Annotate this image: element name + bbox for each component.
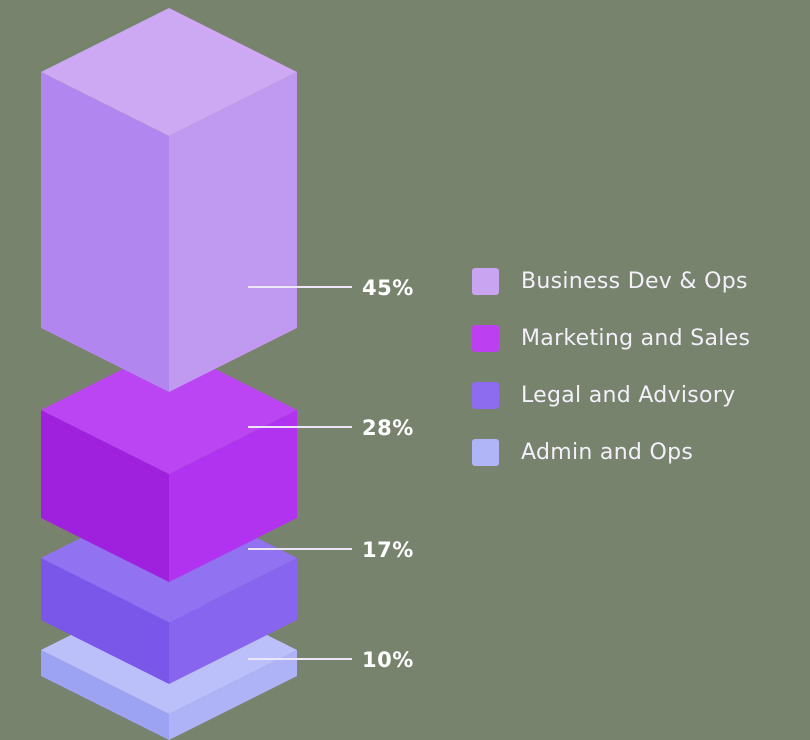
bar-left-face-0 bbox=[41, 72, 169, 392]
legend-swatch bbox=[472, 439, 499, 466]
bar-right-face-1 bbox=[169, 410, 297, 582]
bar-right-face-3 bbox=[169, 650, 297, 740]
chart-legend: Business Dev & Ops Marketing and Sales L… bbox=[472, 268, 750, 466]
bar-right-face-0 bbox=[169, 72, 297, 392]
legend-label: Legal and Advisory bbox=[521, 383, 736, 408]
percent-label-0: 45% bbox=[362, 276, 414, 300]
legend-item: Marketing and Sales bbox=[472, 325, 750, 352]
percent-label-1: 28% bbox=[362, 416, 414, 440]
legend-label: Business Dev & Ops bbox=[521, 269, 748, 294]
percent-label-2: 17% bbox=[362, 538, 414, 562]
legend-swatch bbox=[472, 325, 499, 352]
legend-item: Legal and Advisory bbox=[472, 382, 750, 409]
bar-left-face-1 bbox=[41, 410, 169, 582]
bar-left-face-3 bbox=[41, 650, 169, 740]
bar-top-face-1 bbox=[41, 346, 297, 474]
legend-item: Admin and Ops bbox=[472, 439, 750, 466]
bar-top-face-0 bbox=[41, 8, 297, 136]
bar-left-face-2 bbox=[41, 558, 169, 684]
legend-swatch bbox=[472, 382, 499, 409]
legend-label: Marketing and Sales bbox=[521, 326, 751, 351]
bar-right-face-2 bbox=[169, 558, 297, 684]
legend-swatch bbox=[472, 268, 499, 295]
legend-label: Admin and Ops bbox=[521, 440, 694, 465]
legend-item: Business Dev & Ops bbox=[472, 268, 750, 295]
percent-label-3: 10% bbox=[362, 648, 414, 672]
